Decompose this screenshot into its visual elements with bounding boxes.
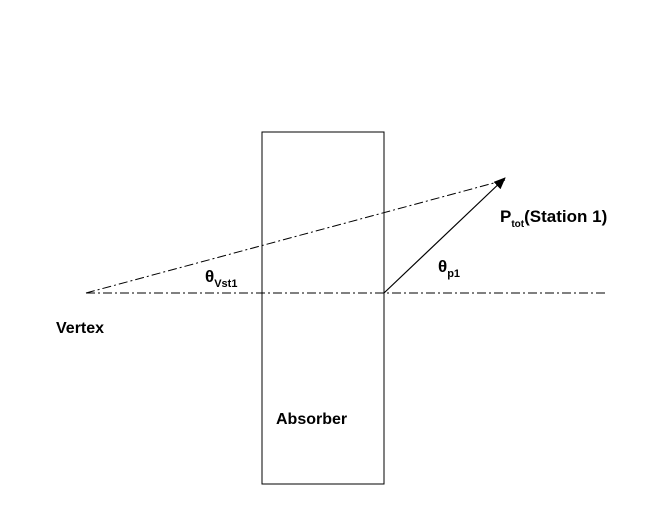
absorber-slab [261, 131, 385, 485]
p-tot-subscript: tot [511, 219, 524, 230]
p-tot-symbol: P [500, 207, 511, 226]
p-tot-suffix: (Station 1) [524, 207, 607, 226]
momentum-arrow [383, 177, 506, 294]
absorber-label: Absorber [276, 411, 347, 428]
theta-p-subscript: p1 [447, 268, 460, 280]
theta-p-label: θp1 [438, 257, 460, 280]
theta-p-symbol: θ [438, 257, 447, 276]
theta-vertex-subscript: Vst1 [214, 278, 237, 290]
vertex-to-station-line [85, 179, 506, 294]
vertex-label: Vertex [56, 320, 104, 337]
p-tot-label: Ptot(Station 1) [500, 207, 607, 230]
theta-vertex-symbol: θ [205, 267, 214, 286]
theta-vertex-label: θVst1 [205, 267, 237, 290]
